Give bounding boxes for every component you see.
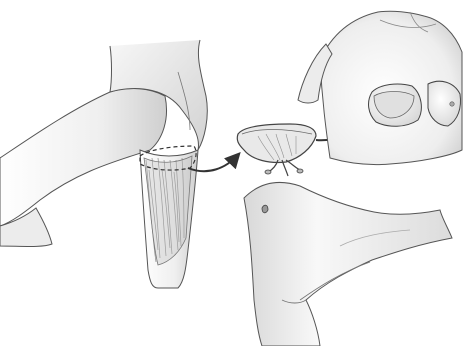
- lower-abdomen-panel: [244, 182, 452, 346]
- abdomen-body: [244, 182, 452, 346]
- pedicle-cut-end: [265, 170, 271, 174]
- nipple: [450, 102, 454, 106]
- breast-recipient-site-panel: [298, 11, 462, 164]
- navel: [262, 205, 268, 213]
- pedicle-cut-end-2: [297, 169, 303, 173]
- thigh-donor-site-panel: [0, 40, 207, 288]
- harvested-flap-panel: [237, 124, 316, 176]
